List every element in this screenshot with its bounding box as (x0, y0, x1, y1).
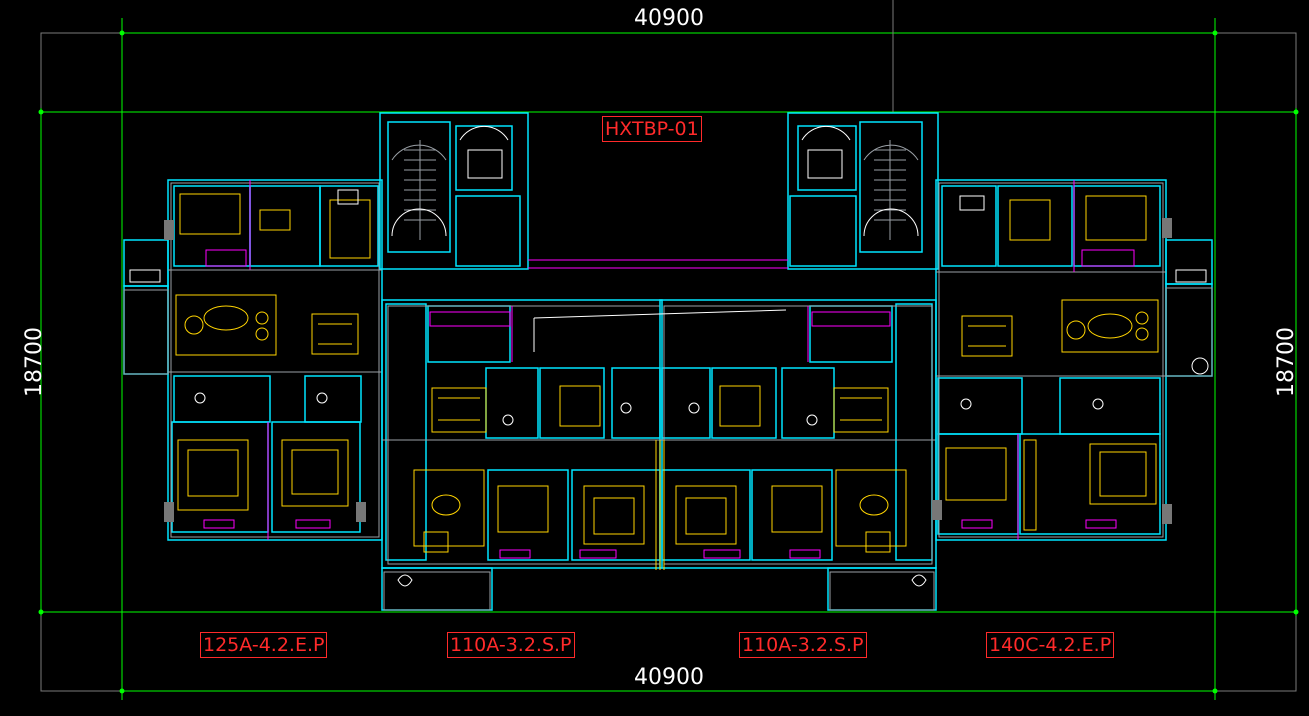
dimension-ticks (38, 30, 1299, 694)
core-left (379, 112, 529, 270)
core-right (787, 112, 939, 270)
dimension-lines (40, 18, 1297, 700)
balconies (123, 287, 1213, 611)
central-void (533, 309, 787, 352)
central-divider (655, 440, 665, 570)
